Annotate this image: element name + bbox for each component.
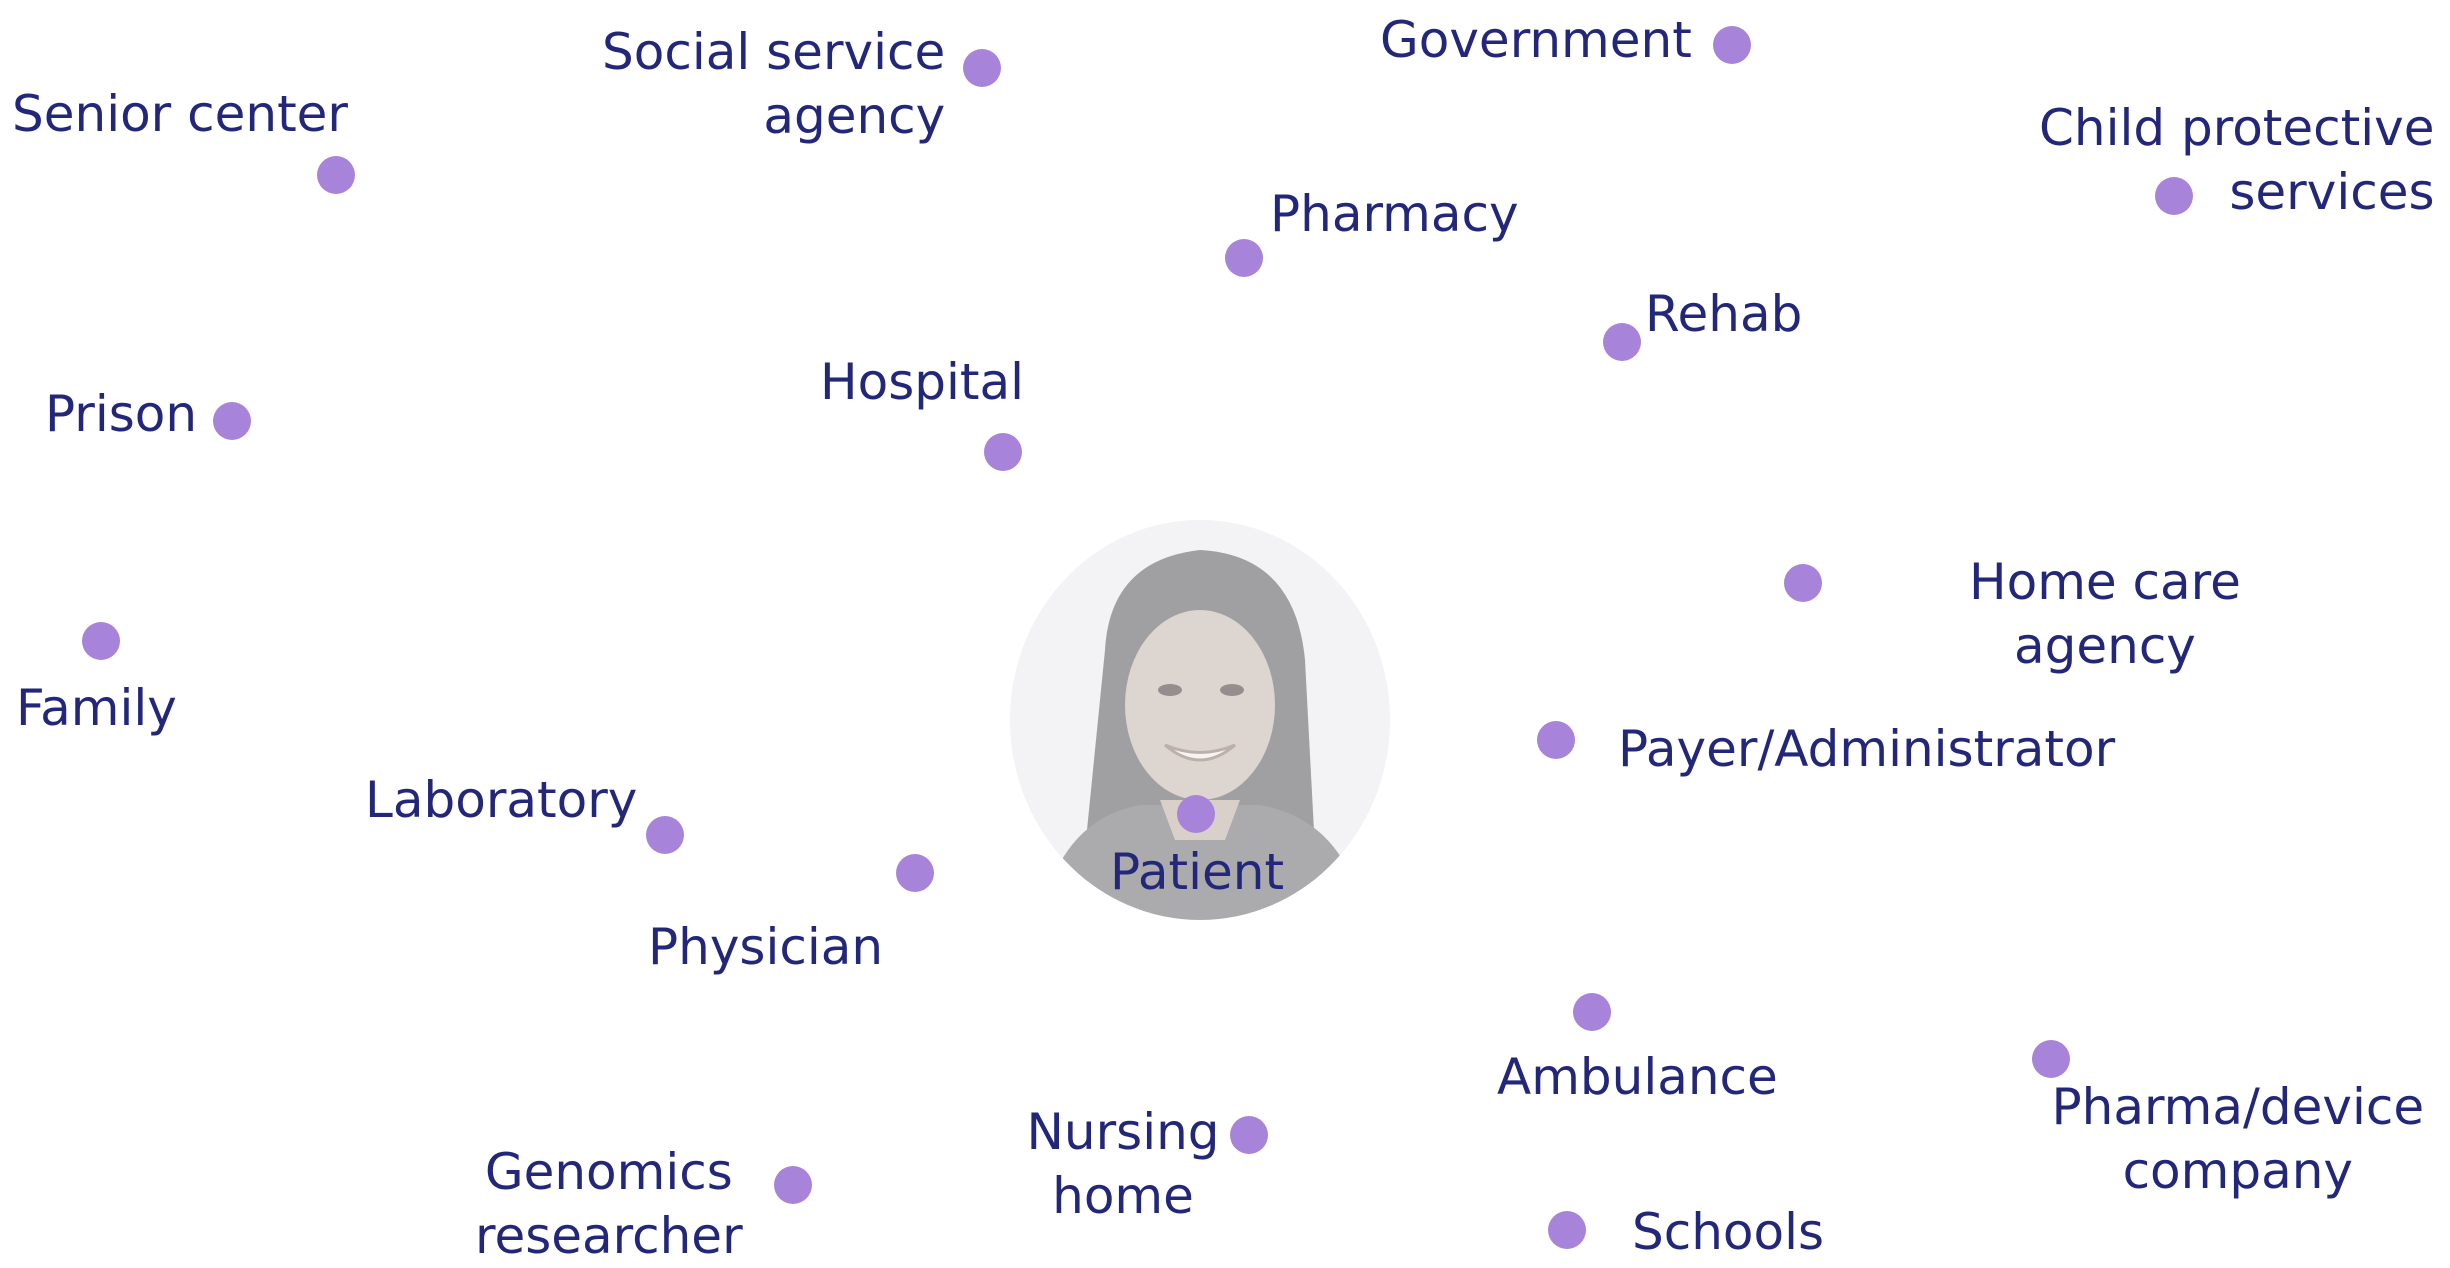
- nursing-home-dot: [1230, 1116, 1268, 1154]
- patient-label-line: Patient: [1110, 843, 1285, 901]
- rehab-dot: [1603, 323, 1641, 361]
- ambulance-label: Ambulance: [1497, 1045, 1778, 1109]
- government-label-line: Government: [1380, 11, 1692, 69]
- home-care-agency-label-line: Home care: [1969, 553, 2241, 611]
- rehab-label: Rehab: [1645, 282, 1802, 346]
- prison-label-line: Prison: [45, 385, 198, 443]
- payer-administrator-dot: [1537, 721, 1575, 759]
- physician-label: Physician: [648, 915, 883, 979]
- schools-dot: [1548, 1211, 1586, 1249]
- family-label: Family: [16, 676, 177, 740]
- pharmacy-dot: [1225, 239, 1263, 277]
- social-service-agency-label-line: Social service: [602, 23, 946, 81]
- payer-administrator-label-line: Payer/Administrator: [1618, 720, 2116, 778]
- laboratory-label: Laboratory: [365, 768, 637, 832]
- child-protective-services-label-line: services: [2229, 163, 2435, 221]
- prison-label: Prison: [45, 382, 197, 446]
- home-care-agency-dot: [1784, 564, 1822, 602]
- social-service-agency-dot: [963, 49, 1001, 87]
- social-service-agency-label: Social service agency: [602, 20, 945, 148]
- nursing-home-label-line: Nursing: [1026, 1103, 1220, 1161]
- child-protective-services-dot: [2155, 177, 2193, 215]
- pharma-device-company-label-line: company: [2122, 1142, 2354, 1200]
- ambulance-dot: [1573, 993, 1611, 1031]
- prison-dot: [213, 402, 251, 440]
- physician-label-line: Physician: [648, 918, 884, 976]
- child-protective-services-label: Child protective services: [2039, 96, 2435, 224]
- genomics-researcher-dot: [774, 1166, 812, 1204]
- schools-label: Schools: [1632, 1200, 1824, 1264]
- home-care-agency-label: Home care agency: [1969, 550, 2241, 678]
- pharmacy-label-line: Pharmacy: [1270, 185, 1519, 243]
- physician-dot: [896, 854, 934, 892]
- senior-center-dot: [317, 156, 355, 194]
- genomics-researcher-label: Genomics researcher: [475, 1140, 743, 1268]
- senior-center-label: Senior center: [12, 82, 348, 146]
- government-label: Government: [1380, 8, 1692, 72]
- payer-administrator-label: Payer/Administrator: [1618, 717, 2115, 781]
- rehab-label-line: Rehab: [1645, 285, 1803, 343]
- home-care-agency-label-line: agency: [2013, 617, 2196, 675]
- hospital-label: Hospital: [820, 350, 1024, 414]
- pharmacy-label: Pharmacy: [1270, 182, 1519, 246]
- laboratory-label-line: Laboratory: [365, 771, 638, 829]
- pharma-device-company-label-line: Pharma/device: [2051, 1078, 2425, 1136]
- pharma-device-company-label: Pharma/device company: [2052, 1075, 2425, 1203]
- schools-label-line: Schools: [1632, 1203, 1825, 1261]
- hospital-label-line: Hospital: [820, 353, 1025, 411]
- family-dot: [82, 622, 120, 660]
- pharma-device-company-dot: [2032, 1040, 2070, 1078]
- senior-center-label-line: Senior center: [12, 85, 348, 143]
- family-label-line: Family: [16, 679, 177, 737]
- government-dot: [1713, 26, 1751, 64]
- nursing-home-label-line: home: [1052, 1167, 1194, 1225]
- patient-dot: [1177, 795, 1215, 833]
- hospital-dot: [984, 433, 1022, 471]
- child-protective-services-label-line: Child protective: [2039, 99, 2435, 157]
- genomics-researcher-label-line: researcher: [475, 1207, 743, 1265]
- social-service-agency-label-line: agency: [763, 87, 946, 145]
- genomics-researcher-label-line: Genomics: [484, 1143, 733, 1201]
- nursing-home-label: Nursing home: [1027, 1100, 1220, 1228]
- laboratory-dot: [646, 816, 684, 854]
- ambulance-label-line: Ambulance: [1497, 1048, 1778, 1106]
- patient-label: Patient: [1110, 840, 1284, 904]
